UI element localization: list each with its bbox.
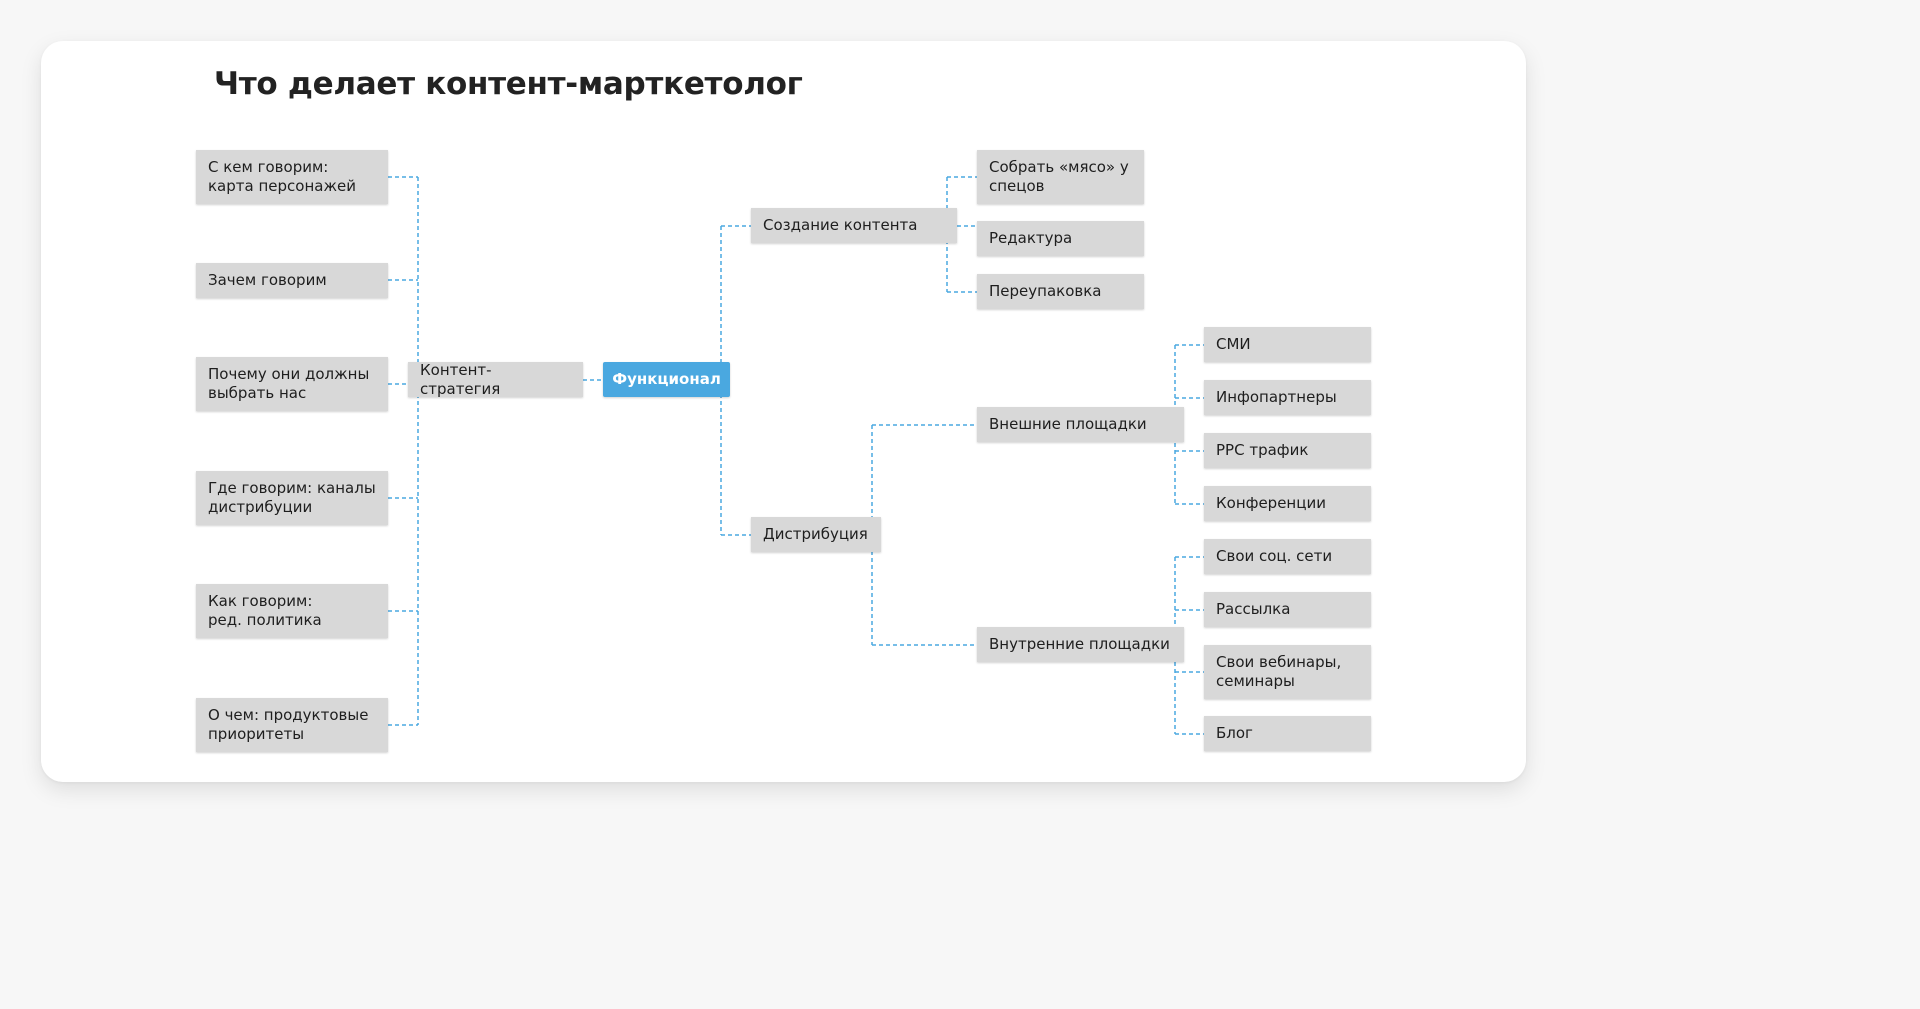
internal-item-label: Свои соц. сети [1216,547,1333,565]
external-platforms-node: Внешние площадки [977,407,1184,442]
strategy-item-label: Почему они должны выбрать нас [208,365,370,402]
creation-item-gather: Собрать «мясо» у спецов [977,150,1144,204]
creation-item-label: Редактура [989,229,1073,247]
strategy-item-editorial-policy: Как говорим: ред. политика [196,584,388,638]
content-strategy-node: Контент-стратегия [408,360,583,398]
internal-item-label: Рассылка [1216,600,1291,618]
creation-item-repackaging: Переупаковка [977,274,1144,309]
content-strategy-label: Контент-стратегия [420,360,501,398]
internal-item-blog: Блог [1204,716,1371,751]
internal-platforms-label: Внутренние площадки [989,635,1170,653]
external-platforms-label: Внешние площадки [989,415,1147,433]
strategy-item-personas: С кем говорим: карта персонажей [196,150,388,204]
internal-item-newsletter: Рассылка [1204,592,1371,627]
external-item-label: СМИ [1216,335,1251,353]
internal-item-webinars: Свои вебинары, семинары [1204,645,1371,699]
internal-item-label: Блог [1216,724,1253,742]
strategy-item-label: С кем говорим: карта персонажей [208,158,356,195]
strategy-item-label: Где говорим: каналы дистрибуции [208,479,376,516]
external-item-conferences: Конференции [1204,486,1371,521]
external-item-infopartners: Инфопартнеры [1204,380,1371,415]
strategy-item-label: Как говорим: ред. политика [208,592,322,629]
page-title: Что делает контент-марткетолог [214,66,803,102]
strategy-item-choose-us: Почему они должны выбрать нас [196,357,388,411]
creation-item-label: Собрать «мясо» у спецов [989,158,1129,195]
strategy-item-label: О чем: продуктовые приоритеты [208,706,369,743]
internal-platforms-node: Внутренние площадки [977,627,1184,662]
external-item-ppc: PPC трафик [1204,433,1371,468]
content-creation-label: Создание контента [763,216,918,234]
strategy-item-product-priorities: О чем: продуктовые приоритеты [196,698,388,752]
center-node: Функционал [603,362,730,397]
strategy-item-label: Зачем говорим [208,271,327,289]
content-creation-node: Создание контента [751,208,957,243]
external-item-media: СМИ [1204,327,1371,362]
distribution-label: Дистрибуция [763,525,868,543]
external-item-label: Конференции [1216,494,1326,512]
center-label: Функционал [612,370,721,388]
external-item-label: Инфопартнеры [1216,388,1337,406]
strategy-item-why: Зачем говорим [196,263,388,298]
distribution-node: Дистрибуция [751,517,881,552]
creation-item-editing: Редактура [977,221,1144,256]
strategy-item-channels: Где говорим: каналы дистрибуции [196,471,388,525]
external-item-label: PPC трафик [1216,441,1309,459]
creation-item-label: Переупаковка [989,282,1102,300]
internal-item-social: Свои соц. сети [1204,539,1371,574]
internal-item-label: Свои вебинары, семинары [1216,653,1342,690]
